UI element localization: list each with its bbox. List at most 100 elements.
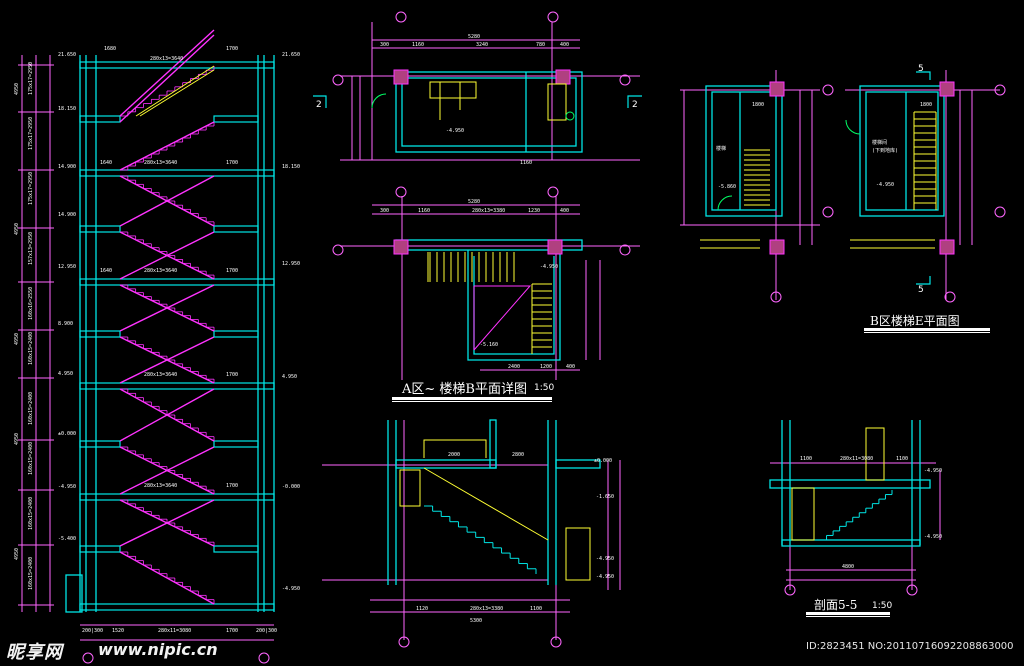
svg-text:1700: 1700 (226, 268, 238, 274)
svg-text:400: 400 (560, 208, 569, 214)
svg-text:280x13=3380: 280x13=3380 (470, 606, 503, 612)
svg-text:160x15=2400: 160x15=2400 (28, 557, 34, 590)
svg-text:3240: 3240 (476, 42, 488, 48)
svg-text:1640: 1640 (100, 268, 112, 274)
svg-text:280x13=3640: 280x13=3640 (150, 56, 183, 62)
svg-text:1160: 1160 (520, 160, 532, 166)
svg-text:2800: 2800 (512, 452, 524, 458)
svg-text:12.950: 12.950 (282, 261, 300, 267)
svg-text:4.950: 4.950 (282, 374, 297, 380)
svg-text:175x17=2950: 175x17=2950 (28, 172, 34, 205)
svg-text:280x13=3380: 280x13=3380 (472, 208, 505, 214)
svg-text:-5.160: -5.160 (480, 342, 498, 348)
svg-text:21.650: 21.650 (282, 52, 300, 58)
svg-text:楼梯: 楼梯 (716, 145, 726, 152)
section-55-title-underline-thin (806, 616, 890, 617)
svg-text:780: 780 (536, 42, 545, 48)
section-mark-5-bottom: 5 (918, 285, 924, 295)
svg-text:1100: 1100 (800, 456, 812, 462)
svg-text:200|300: 200|300 (256, 628, 277, 634)
section-55-title: 剖面5-5 (814, 598, 858, 612)
svg-text:±0.000: ±0.000 (594, 458, 612, 464)
svg-text:1230: 1230 (528, 208, 540, 214)
svg-text:18.150: 18.150 (58, 106, 76, 112)
svg-text:18.150: 18.150 (282, 164, 300, 170)
svg-text:280x13=3640: 280x13=3640 (144, 372, 177, 378)
svg-text:±0.000: ±0.000 (58, 431, 76, 437)
svg-text:-4.950: -4.950 (924, 468, 942, 474)
svg-text:1520: 1520 (112, 628, 124, 634)
svg-text:-1.650: -1.650 (596, 494, 614, 500)
svg-text:280x11=3080: 280x11=3080 (158, 628, 191, 634)
svg-text:-4.950: -4.950 (876, 182, 894, 188)
svg-text:160x15=2400: 160x15=2400 (28, 442, 34, 475)
svg-text:-4.950: -4.950 (924, 534, 942, 540)
svg-text:1100: 1100 (530, 606, 542, 612)
svg-text:1100: 1100 (896, 456, 908, 462)
svg-text:4950: 4950 (14, 433, 20, 445)
svg-text:楼梯间: 楼梯间 (872, 139, 887, 146)
svg-text:200|300: 200|300 (82, 628, 103, 634)
svg-text:2400: 2400 (508, 364, 520, 370)
plan-a-scale: 1:50 (534, 383, 555, 393)
svg-text:400: 400 (560, 42, 569, 48)
svg-text:5280: 5280 (468, 34, 480, 40)
section-55-title-underline (806, 612, 890, 615)
plan-a-title-underline (392, 397, 552, 400)
section-mark-2-left: 2 (316, 100, 322, 110)
svg-text:-5.860: -5.860 (718, 184, 736, 190)
svg-text:175x17=2950: 175x17=2950 (28, 62, 34, 95)
svg-text:280x13=3640: 280x13=3640 (144, 160, 177, 166)
svg-text:1680: 1680 (104, 46, 116, 52)
svg-text:1200: 1200 (540, 364, 552, 370)
svg-text:4950: 4950 (14, 83, 20, 95)
svg-text:5280: 5280 (468, 199, 480, 205)
svg-text:1800: 1800 (752, 102, 764, 108)
svg-text:300: 300 (380, 42, 389, 48)
svg-text:(下到地库): (下到地库) (872, 147, 898, 154)
svg-text:2000: 2000 (448, 452, 460, 458)
svg-text:-4.950: -4.950 (282, 586, 300, 592)
section-5-5: 1100 280x11=3080 1100 4800 -4.950 -4.950 (769, 420, 942, 596)
svg-text:8.900: 8.900 (58, 321, 73, 327)
stair-section-left: 4950 175x17=2950 175x17=2950 4950 175x17… (14, 29, 300, 664)
svg-text:175x17=2950: 175x17=2950 (28, 117, 34, 150)
plan-b-title: B区楼梯E平面图 (870, 314, 960, 328)
svg-text:1160: 1160 (412, 42, 424, 48)
svg-text:1800: 1800 (920, 102, 932, 108)
svg-text:-4.950: -4.950 (596, 574, 614, 580)
svg-text:160x15=2400: 160x15=2400 (28, 497, 34, 530)
svg-text:14.900: 14.900 (58, 212, 76, 218)
svg-text:280x13=3640: 280x13=3640 (144, 483, 177, 489)
svg-text:4800: 4800 (842, 564, 854, 570)
svg-text:21.650: 21.650 (58, 52, 76, 58)
svg-text:1700: 1700 (226, 372, 238, 378)
svg-text:157x13=2950: 157x13=2950 (28, 232, 34, 265)
svg-text:-4.950: -4.950 (540, 264, 558, 270)
svg-text:1120: 1120 (416, 606, 428, 612)
plan-b-stair-e: 5 5 1800 1800 楼梯 楼梯间 (下到地库) -4.950 -5.860 (680, 64, 1006, 303)
svg-text:-5.400: -5.400 (58, 536, 76, 542)
watermark-id: ID:2823451 NO:20110716092208863000 (806, 641, 1014, 652)
svg-text:280x13=3640: 280x13=3640 (144, 268, 177, 274)
section-mark-5-top: 5 (918, 64, 924, 74)
svg-text:280x11=3080: 280x11=3080 (840, 456, 873, 462)
svg-text:4950: 4950 (14, 333, 20, 345)
svg-text:300: 300 (380, 208, 389, 214)
svg-text:4950: 4950 (14, 548, 20, 560)
svg-text:1640: 1640 (100, 160, 112, 166)
plan-b-title-underline (864, 328, 990, 331)
svg-text:1700: 1700 (226, 160, 238, 166)
svg-text:5300: 5300 (470, 618, 482, 624)
plan-a-title-underline-thin (392, 401, 552, 402)
watermark-url: www.nipic.cn (98, 640, 218, 659)
svg-text:160x16=2550: 160x16=2550 (28, 287, 34, 320)
svg-text:160x15=2400: 160x15=2400 (28, 392, 34, 425)
section-55-scale: 1:50 (872, 601, 893, 611)
svg-text:14.900: 14.900 (58, 164, 76, 170)
